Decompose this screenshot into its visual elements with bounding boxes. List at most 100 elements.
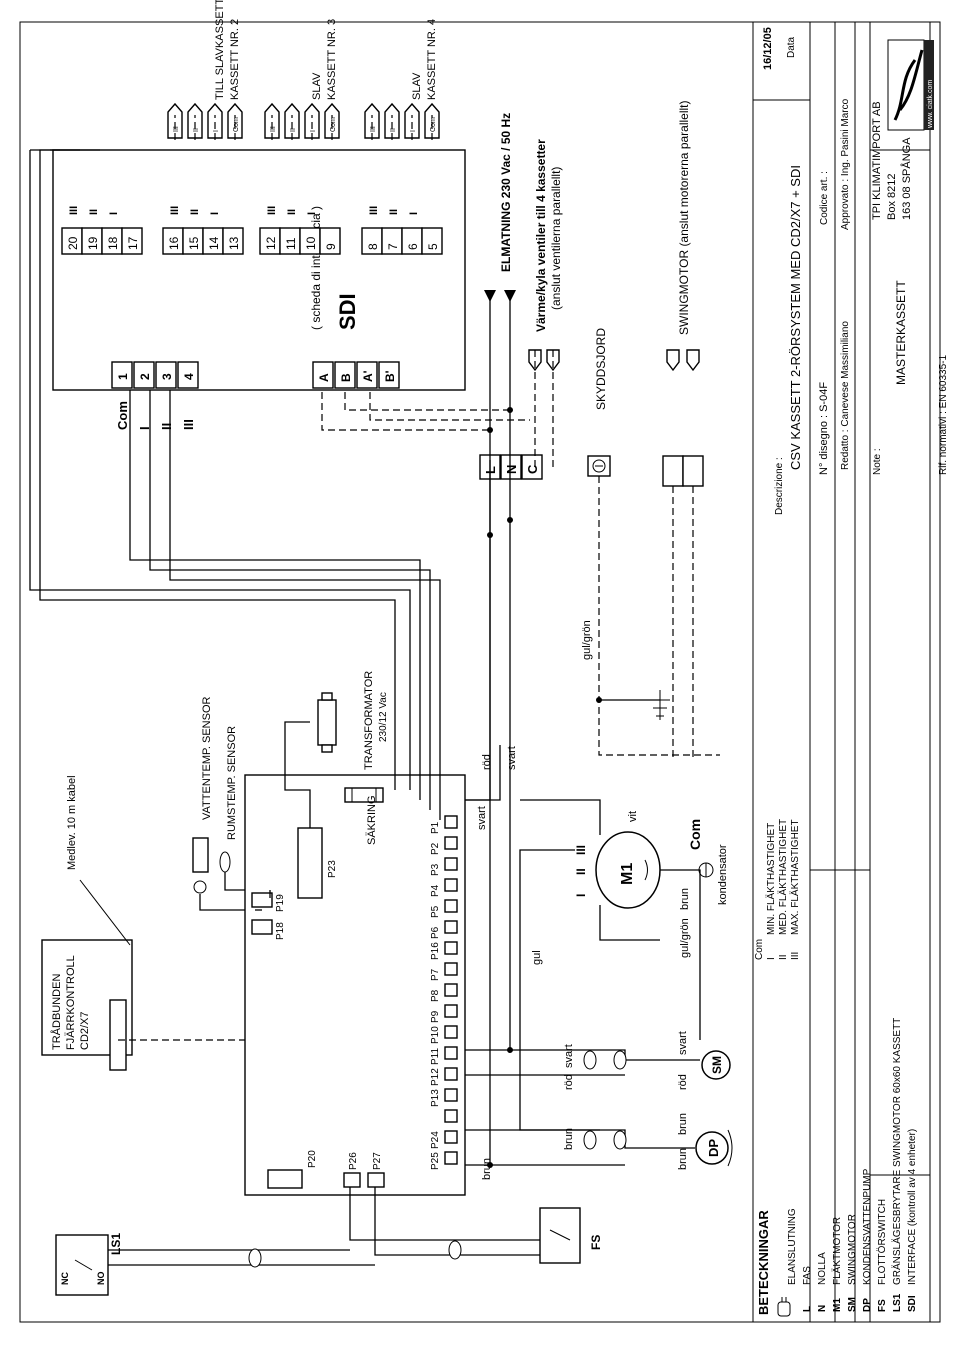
- sdi-output-number: 10: [304, 236, 318, 250]
- sensors: VATTENTEMP. SENSOR RUMSTEMP. SENSOR: [192, 696, 270, 911]
- board-pin: P13: [430, 1088, 458, 1107]
- redatto: Redatto : Canevese Massimiliano: [840, 321, 851, 470]
- sdi-bus-label: B: [339, 373, 353, 382]
- svg-text:II: II: [574, 868, 588, 875]
- board-pin-label: P6: [430, 926, 441, 939]
- svg-text:SM: SM: [710, 1056, 724, 1074]
- legend-code: DP: [862, 1298, 873, 1312]
- remote-label-3: CD2/X7: [79, 1011, 91, 1050]
- p23-connector: [297, 827, 323, 899]
- cassette-connector: III: [264, 102, 280, 139]
- cassette-connector: I: [207, 102, 223, 139]
- svg-text:P27: P27: [372, 1152, 383, 1170]
- sdi-input-number: 1: [116, 373, 130, 380]
- svg-text:NO: NO: [96, 1272, 106, 1286]
- svg-text:svart: svart: [563, 1044, 575, 1068]
- svg-text:brun: brun: [677, 1148, 689, 1170]
- company-name: TPI KLIMATIMPORT AB: [871, 101, 883, 220]
- svg-text:M1: M1: [619, 863, 636, 885]
- swing-connector: [666, 349, 680, 372]
- swing-motor-sm: SM: [701, 1050, 731, 1080]
- speed-legend-row: Com: [754, 939, 765, 960]
- speed-legend-row: III MAX. FLÄKTHASTIGHET: [789, 819, 801, 960]
- sdi-output-number: 11: [284, 237, 298, 250]
- svg-text:TRANSFORMATOR: TRANSFORMATOR: [363, 671, 375, 770]
- valve-connector: [528, 349, 542, 372]
- remote-label-1: TRÅDBUNDEN: [50, 974, 63, 1050]
- sdi-output-speed: I: [306, 212, 318, 215]
- board-pin-label: P1: [430, 821, 441, 834]
- swing-label: SWINGMOTOR (anslut motorerna parallellt): [677, 100, 691, 335]
- board-pin-label: P10: [430, 1026, 441, 1044]
- svg-text:gul: gul: [531, 950, 543, 965]
- sdi-input-label: III: [181, 419, 196, 430]
- svg-text:brun: brun: [677, 1113, 689, 1135]
- sdi-output-number: 17: [126, 236, 140, 250]
- sdi-bus-label: A: [317, 373, 331, 382]
- sdi-interface: SDI ( scheda di interfaccia ) 1Com2I3II4…: [52, 149, 466, 430]
- legend-code: N: [817, 1305, 828, 1312]
- power-label: ELMATNING 230 Vac / 50 Hz: [499, 113, 513, 272]
- svg-text:gul/grön: gul/grön: [679, 918, 691, 958]
- cassette-pin-label: III: [173, 126, 180, 132]
- sdi-bus-label: B': [383, 370, 397, 382]
- sdi-input-number: 2: [138, 373, 152, 380]
- sdi-output-number: 16: [167, 236, 181, 250]
- cassette-pin-label: II: [390, 128, 397, 132]
- legend-code: SDI: [907, 1295, 918, 1312]
- board-pin-label: P5: [430, 905, 441, 918]
- svg-text:svart: svart: [506, 746, 518, 770]
- svg-text:vit: vit: [627, 811, 639, 822]
- sensor-pins: P18 P19: [251, 892, 286, 940]
- control-board: P25P24P13P12P11P10P9P8P7P16P6P5P4P3P2P1 …: [244, 671, 466, 1196]
- speed-code: III: [790, 952, 801, 960]
- board-pin-label: P13: [430, 1089, 441, 1107]
- sdi-output-speed: I: [209, 212, 221, 215]
- valve-connector: [546, 349, 560, 372]
- sdi-bus-terminal: B: [334, 361, 356, 389]
- legend-label: GRÄNSLÄGESBRYTARE SWINGMOTOR 60x60 KASSE…: [891, 1018, 903, 1285]
- svg-text:DP: DP: [706, 1139, 721, 1157]
- svg-text:P23: P23: [327, 860, 338, 878]
- fan-motor-m1: M1 I II III Com kondensator: [574, 819, 729, 909]
- svg-text:kondensator: kondensator: [717, 844, 729, 905]
- ground-terminal: [587, 455, 611, 477]
- sdi-output-number: 7: [386, 243, 400, 250]
- sdi-bus-terminal: A: [312, 361, 334, 389]
- legend-label: SWINGMOTOR: [847, 1214, 858, 1285]
- descrizione-label: Descrizione :: [774, 457, 785, 515]
- board-pin: P6: [430, 920, 458, 939]
- water-sensor-label: VATTENTEMP. SENSOR: [201, 696, 213, 820]
- wires: [29, 115, 720, 1268]
- svg-text:svart: svart: [476, 806, 488, 830]
- svg-text:230/12 Vac: 230/12 Vac: [378, 692, 389, 742]
- cassette-connector: I: [304, 102, 320, 139]
- board-pin-label: P4: [430, 884, 441, 897]
- svg-text:röd: röd: [677, 1074, 689, 1090]
- sdi-output-number: 6: [406, 243, 420, 250]
- svg-text:gul/grön: gul/grön: [581, 620, 593, 660]
- sdi-bus-label: A': [361, 370, 375, 382]
- speed-label: MED. FLÄKTHASTIGHET: [777, 819, 789, 935]
- board-pin: P24: [430, 1130, 458, 1149]
- company-box: Box 8212: [886, 174, 898, 220]
- svg-text:NC: NC: [60, 1272, 70, 1285]
- sdi-output-number: 18: [106, 236, 120, 250]
- cassette-pin-label: I: [213, 130, 220, 132]
- sdi-output-number: 5: [426, 243, 440, 250]
- sdi-title: SDI: [335, 293, 360, 330]
- speed-label: MAX. FLÄKTHASTIGHET: [789, 819, 801, 935]
- sdi-output-number: 14: [207, 236, 221, 250]
- sdi-output-number: 15: [187, 236, 201, 250]
- sdi-bus-terminal: B': [378, 361, 400, 389]
- speed-label: MIN. FLÄKTHASTIGHET: [765, 823, 777, 935]
- cassette-connector: II: [284, 102, 300, 139]
- legend-label: NOLLA: [817, 1252, 828, 1285]
- board-pin-label: P12: [430, 1068, 441, 1086]
- sdi-output-number: 20: [66, 236, 80, 250]
